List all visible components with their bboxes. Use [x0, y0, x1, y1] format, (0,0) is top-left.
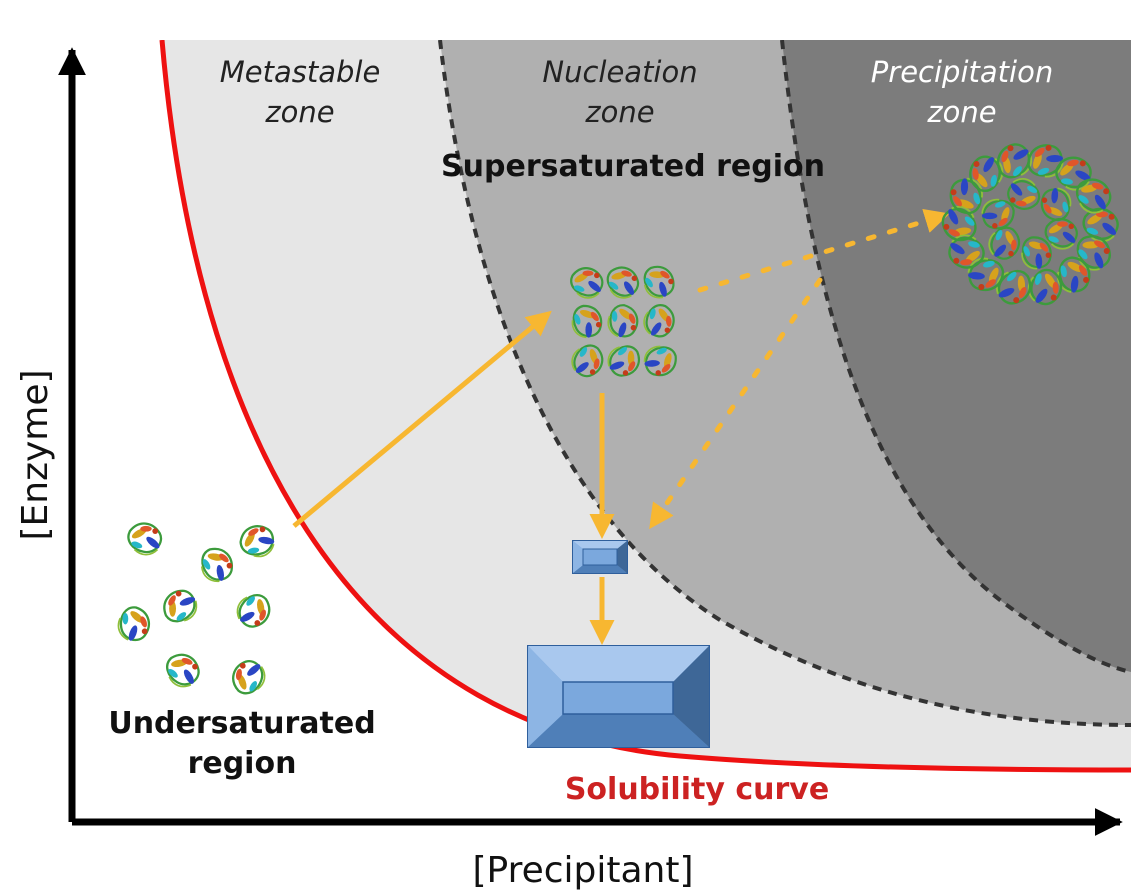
large-crystal-icon: [527, 645, 710, 748]
dissolved-molecules: [117, 522, 275, 695]
protein-molecule-icon: [607, 304, 639, 338]
arrow-nucleus-to-precipitate: [697, 208, 950, 293]
protein-molecule-icon: [967, 257, 1005, 292]
undersaturated-region-label-line1: Undersaturated: [108, 706, 375, 741]
precipitation-boundary: [780, 40, 1131, 674]
nucleation-zone-label-line2: zone: [584, 95, 654, 129]
nucleation-zone-label-line1: Nucleation: [542, 55, 697, 89]
metastable-zone-label-line2: zone: [264, 95, 334, 129]
protein-molecule-icon: [1007, 178, 1041, 210]
protein-molecule-icon: [117, 606, 151, 642]
protein-molecule-icon: [571, 304, 603, 339]
metastable-zone-label-line1: Metastable: [220, 55, 381, 89]
protein-molecule-icon: [941, 205, 977, 242]
protein-molecule-icon: [232, 659, 266, 695]
arrow-precipitate-to-small-crystal: [649, 277, 823, 530]
precipitation-zone-label-line1: Precipitation: [871, 55, 1053, 89]
protein-molecule-icon: [236, 594, 271, 628]
protein-molecule-icon: [988, 226, 1021, 260]
precipitation-zone-label-line2: zone: [926, 95, 996, 129]
protein-molecule-icon: [1056, 256, 1091, 294]
protein-molecule-icon: [969, 155, 1004, 192]
protein-molecule-icon: [606, 266, 640, 299]
protein-molecule-icon: [643, 345, 677, 377]
nucleation-boundary: [438, 40, 1131, 727]
protein-molecule-icon: [163, 589, 198, 623]
protein-molecule-icon: [1027, 144, 1064, 178]
protein-molecule-icon: [1075, 178, 1112, 214]
arrow-molecules-to-nucleus: [292, 310, 552, 528]
protein-molecule-icon: [1040, 187, 1072, 222]
protein-molecule-icon: [127, 522, 163, 556]
undersaturated-region-label-line2: region: [188, 746, 297, 781]
protein-molecule-icon: [1027, 268, 1063, 306]
protein-molecule-icon: [981, 198, 1015, 230]
protein-molecule-icon: [239, 525, 275, 558]
protein-molecule-icon: [643, 304, 675, 338]
supersaturated-region-label: Supersaturated region: [441, 149, 825, 184]
solubility-curve-label: Solubility curve: [565, 772, 829, 807]
protein-molecule-icon: [949, 177, 984, 215]
protein-molecule-icon: [1021, 236, 1052, 270]
protein-molecule-icon: [200, 547, 233, 583]
protein-molecule-icon: [995, 269, 1032, 305]
y-axis-label: [Enzyme]: [15, 369, 56, 540]
small-crystal-icon: [572, 540, 628, 574]
protein-molecule-icon: [996, 143, 1033, 179]
protein-molecule-icon: [570, 267, 604, 299]
protein-molecule-icon: [643, 265, 675, 299]
protein-molecule-icon: [948, 234, 985, 269]
protein-molecule-icon: [607, 345, 640, 377]
protein-molecule-icon: [571, 344, 604, 378]
protein-molecule-icon: [166, 653, 200, 688]
amorphous-precipitate-icon: [941, 143, 1119, 306]
nucleus-cluster-icon: [570, 265, 677, 378]
x-axis-label: [Precipitant]: [472, 850, 693, 891]
